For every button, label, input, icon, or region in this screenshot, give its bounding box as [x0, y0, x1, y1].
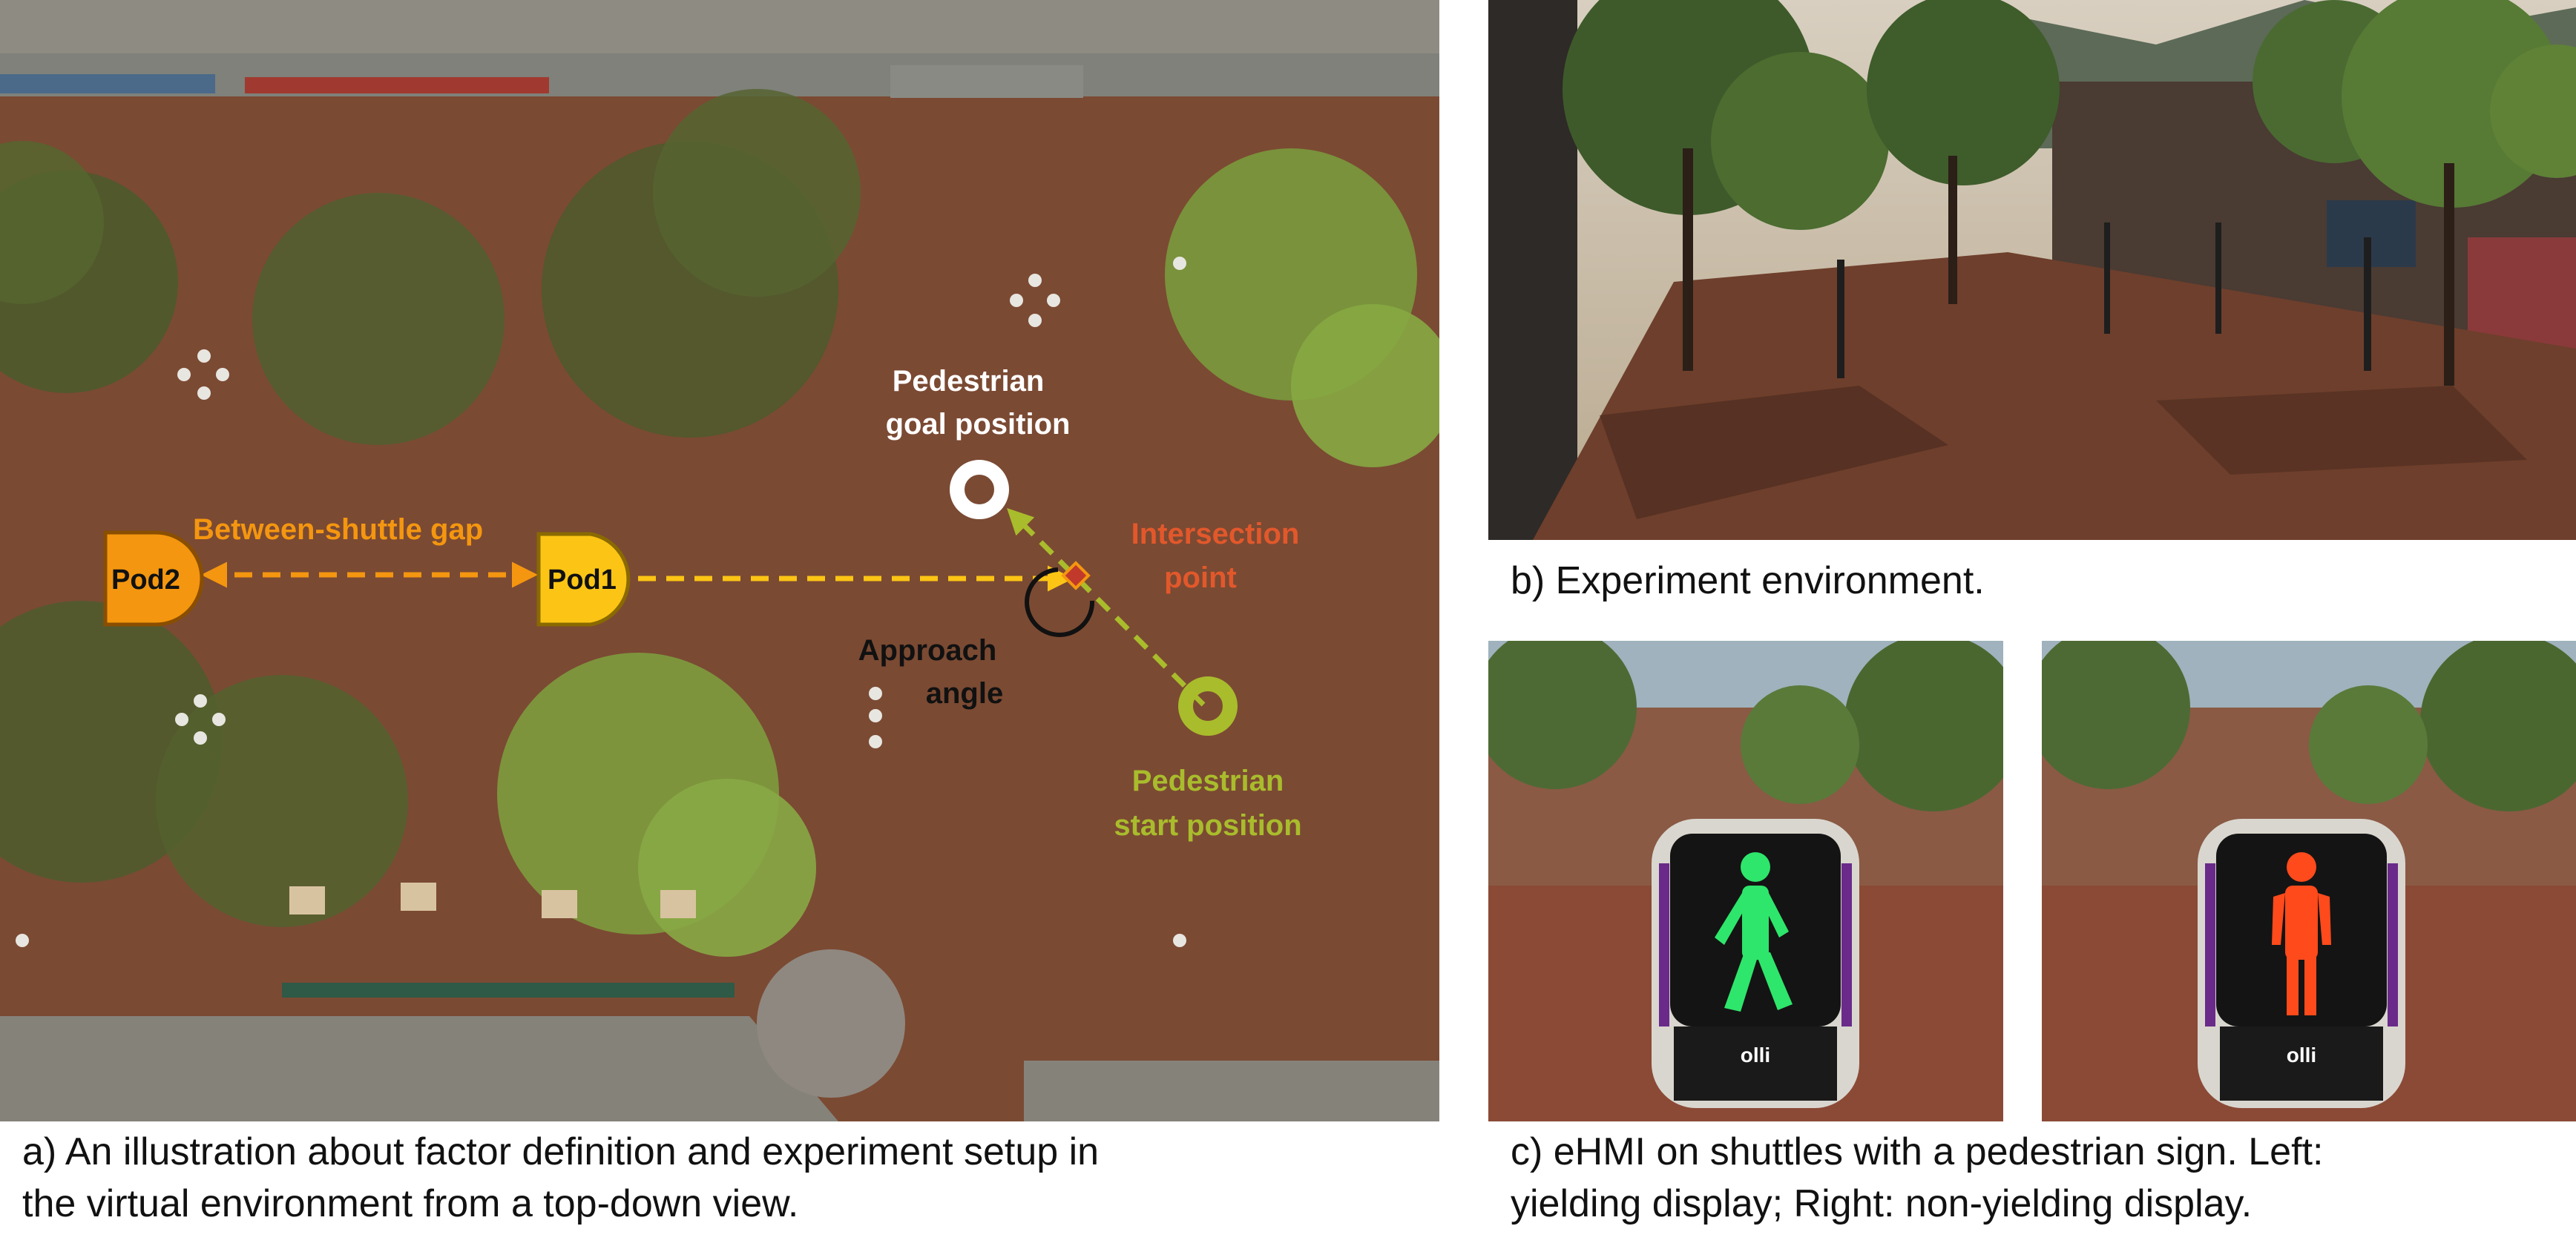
experiment-environment-photo	[1488, 0, 2576, 540]
yielding-display-photo: olli	[1488, 641, 2003, 1121]
intersection-label-line1: Intersection	[1131, 518, 1300, 550]
yielding-shuttle-scene: olli	[1488, 641, 2003, 1121]
caption-b-text: b) Experiment environment.	[1511, 559, 1985, 602]
tree-canopies	[0, 89, 1439, 957]
pod2-shuttle	[103, 530, 204, 627]
caption-b: b) Experiment environment.	[1511, 555, 1985, 607]
pod2-label: Pod2	[111, 564, 180, 596]
start-label-line1: Pedestrian	[1132, 765, 1284, 797]
caption-a: a) An illustration about factor definiti…	[22, 1126, 1099, 1230]
trees	[1563, 0, 2576, 230]
non-yielding-shuttle-scene: olli	[2042, 641, 2576, 1121]
between-shuttle-gap-label: Between-shuttle gap	[193, 513, 483, 546]
pedestrian-path-arrow	[1007, 508, 1206, 707]
red-pedestrian-stop-sign	[2272, 852, 2331, 1015]
benches	[289, 883, 696, 918]
goal-label-line1: Pedestrian	[893, 365, 1045, 398]
approach-label-line2: angle	[926, 677, 1003, 710]
top-pavement	[0, 0, 1439, 53]
intersection-point-marker	[1061, 561, 1091, 590]
non-yielding-display-photo: olli	[2042, 641, 2576, 1121]
caption-c: c) eHMI on shuttles with a pedestrian si…	[1511, 1126, 2323, 1230]
pedestrian-start-marker	[1178, 676, 1238, 736]
environment-scene	[1488, 0, 2576, 540]
street-lamps	[1837, 223, 2371, 378]
approach-angle-arc	[1025, 567, 1095, 637]
top-curb	[0, 53, 1439, 96]
shuttle-logo: olli	[2287, 1044, 2316, 1067]
start-label-line2: start position	[1114, 809, 1301, 842]
caption-a-line1: a) An illustration about factor definiti…	[22, 1130, 1100, 1173]
top-down-view-panel: Pod2 Pod1 Between-shuttle gap Pedestrian…	[0, 0, 1439, 1121]
shuttle-logo: olli	[1741, 1044, 1770, 1067]
intersection-label-line2: point	[1164, 561, 1237, 594]
left-building	[1488, 0, 1577, 540]
pedestrian-goal-marker	[950, 460, 1009, 519]
pod1-shuttle	[536, 532, 631, 627]
bottom-pavement	[0, 1016, 838, 1121]
caption-c-line1: c) eHMI on shuttles with a pedestrian si…	[1511, 1130, 2324, 1173]
green-pedestrian-walk-sign	[1715, 852, 1793, 1012]
goal-label-line2: goal position	[886, 408, 1071, 441]
pod1-label: Pod1	[548, 564, 617, 596]
top-down-view-illustration: Pod2 Pod1 Between-shuttle gap Pedestrian…	[0, 0, 1439, 1121]
caption-a-line2: the virtual environment from a top-down …	[22, 1182, 799, 1225]
caption-c-line2: yielding display; Right: non-yielding di…	[1511, 1182, 2253, 1225]
lamp-posts	[16, 257, 1186, 947]
approach-label-line1: Approach	[858, 634, 997, 667]
